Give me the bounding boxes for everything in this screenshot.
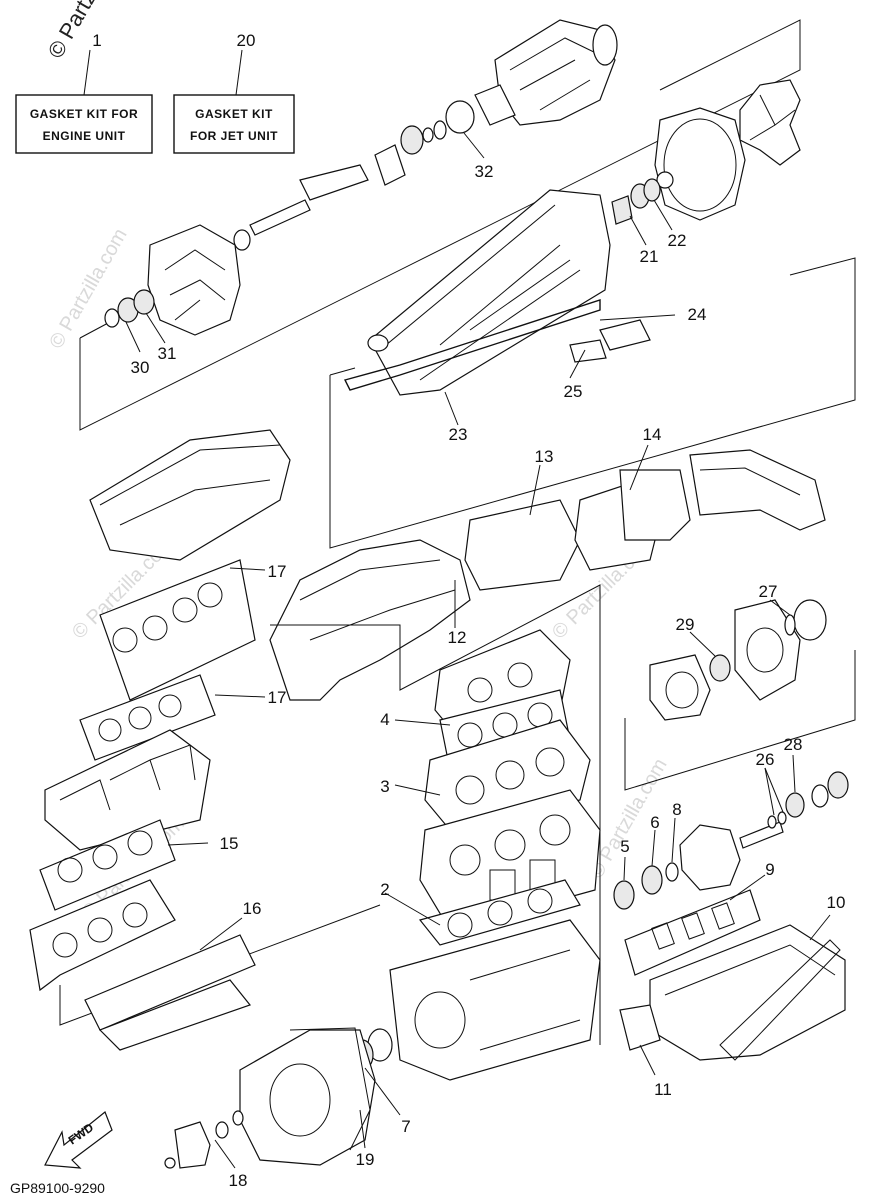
gasket-15	[39, 819, 176, 911]
gasket-10	[719, 939, 841, 1061]
callout-22: 22	[668, 231, 687, 250]
duct-frame	[329, 257, 856, 549]
ring-8	[665, 862, 679, 882]
callout-18: 18	[229, 1171, 248, 1190]
callout-15: 15	[220, 834, 239, 853]
callout-11: 11	[654, 1080, 672, 1099]
cover-frame	[624, 650, 856, 791]
callout-14: 14	[643, 425, 662, 444]
callout-29: 29	[676, 615, 695, 634]
callout-10: 10	[827, 893, 846, 912]
ring-27	[784, 614, 796, 636]
base-gasket-2	[418, 879, 581, 946]
watermark: © Partzilla.com	[43, 0, 139, 63]
manifold-gasket-9	[624, 889, 761, 976]
callout-31: 31	[158, 344, 177, 363]
engine-top-cover	[89, 429, 291, 561]
callout-6: 6	[650, 813, 659, 832]
oil-seal-5	[613, 880, 635, 910]
exhaust-pipe	[269, 449, 826, 701]
callout-2: 2	[380, 880, 389, 899]
kit-box-line: ENGINE UNIT	[43, 129, 126, 143]
impeller	[739, 79, 801, 166]
oil-seal-31	[133, 289, 155, 315]
callout-12: 12	[448, 628, 467, 647]
gasket-kit-jet-box: GASKET KIT FOR JET UNIT	[173, 49, 295, 154]
gasket-11	[619, 1004, 661, 1051]
jet-pump-housing	[474, 19, 618, 126]
o-ring-27	[793, 599, 827, 641]
seal-29	[709, 654, 731, 682]
bearing-28	[827, 771, 849, 799]
callout-9: 9	[765, 860, 774, 879]
callout-32: 32	[475, 162, 494, 181]
kit-box-line: FOR JET UNIT	[190, 129, 278, 143]
callout-23: 23	[449, 425, 468, 444]
ring-26b	[777, 811, 787, 825]
jet-unit-frame	[79, 19, 801, 431]
flywheel-cover	[239, 1027, 376, 1166]
manifold-frame	[270, 584, 601, 1045]
callout-24: 24	[688, 305, 707, 324]
callout-17-lower: 17	[268, 688, 287, 707]
crankcase	[389, 919, 601, 1081]
fwd-arrow: FWD	[44, 1111, 113, 1169]
intake-manifold	[29, 879, 176, 992]
ring-26a	[767, 815, 777, 829]
callout-numbers: 1 20 2 3 4 5 6 7 8 9 10 11 12 13 14 15 1…	[92, 31, 845, 1190]
callout-19: 19	[356, 1150, 375, 1169]
o-ring-32	[445, 100, 475, 134]
callout-25: 25	[564, 382, 583, 401]
callout-8: 8	[672, 800, 681, 819]
gasket-kit-engine-box: GASKET KIT FOR ENGINE UNIT	[15, 49, 153, 154]
diagram-code: GP89100-9290	[10, 1180, 105, 1196]
ride-plate-cover-27	[734, 599, 801, 701]
clip-28	[811, 784, 829, 808]
callout-4: 4	[380, 710, 389, 729]
callout-30: 30	[131, 358, 150, 377]
callout-16: 16	[243, 899, 262, 918]
exhaust-manifold	[649, 924, 846, 1061]
kit-box-line: GASKET KIT FOR	[30, 107, 138, 121]
callout-21: 21	[640, 247, 659, 266]
callout-27: 27	[759, 582, 778, 601]
bearing-21	[611, 195, 633, 225]
callout-28: 28	[784, 735, 803, 754]
callout-3: 3	[380, 777, 389, 796]
callout-13: 13	[535, 447, 554, 466]
kit-box-line: GASKET KIT	[195, 107, 273, 121]
callout-7: 7	[401, 1117, 410, 1136]
callout-1: 1	[92, 31, 101, 50]
seal-28	[785, 792, 805, 818]
callout-17-upper: 17	[268, 562, 287, 581]
gasket-17-lower	[79, 674, 216, 761]
callout-20: 20	[237, 31, 256, 50]
drive-coupler	[679, 821, 784, 891]
drive-shaft-assembly	[233, 120, 447, 251]
callout-26: 26	[756, 750, 775, 769]
seal-6	[641, 865, 663, 895]
starter-parts	[164, 1110, 244, 1169]
coupling-housing	[649, 654, 711, 721]
stator-housing	[654, 107, 746, 221]
seal-22	[643, 178, 661, 202]
intermediate-housing	[147, 224, 241, 336]
circlip-30	[104, 308, 120, 328]
gasket-17-upper	[99, 559, 256, 701]
carburetors	[44, 729, 211, 851]
leader-lines	[125, 132, 831, 1169]
callout-5: 5	[620, 837, 629, 856]
pump-housing-duct	[343, 189, 651, 396]
reed-valve-assembly	[59, 904, 381, 1051]
